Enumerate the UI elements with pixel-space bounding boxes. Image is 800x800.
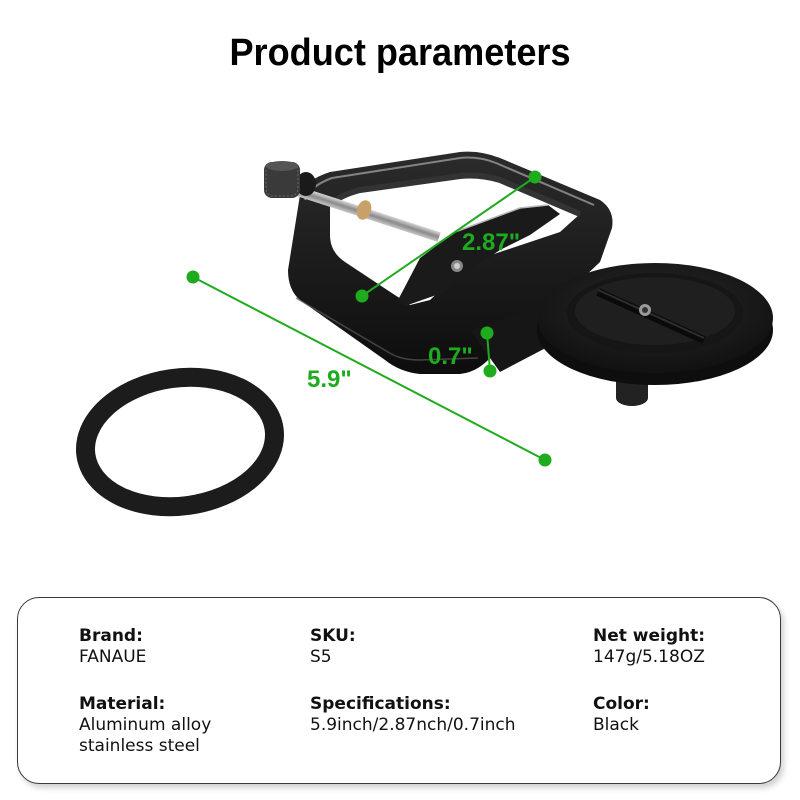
spec-sku-label: SKU:	[310, 626, 356, 646]
spec-specifications: Specifications: 5.9inch/2.87nch/0.7inch	[310, 694, 516, 736]
page-title: Product parameters	[229, 32, 571, 74]
spec-sku-value: S5	[310, 647, 332, 667]
spec-brand-label: Brand:	[79, 626, 143, 646]
spec-material-label: Material:	[79, 694, 166, 714]
spec-net-weight-value: 147g/5.18OZ	[593, 647, 705, 667]
spec-sku: SKU: S5	[310, 626, 356, 668]
spec-color-label: Color:	[593, 694, 650, 714]
spec-material: Material: Aluminum alloy stainless steel	[79, 694, 211, 757]
metal-ring	[76, 367, 284, 517]
spec-card: Brand: FANAUE SKU: S5 Net weight: 147g/5…	[17, 597, 781, 784]
product-illustration	[76, 151, 773, 517]
spec-net-weight-label: Net weight:	[593, 626, 706, 646]
spec-color: Color: Black	[593, 694, 650, 736]
dimension-label-thickness: 0.7"	[428, 343, 473, 370]
dimension-lines	[186, 170, 552, 467]
spec-specifications-label: Specifications:	[310, 694, 451, 714]
spec-brand: Brand: FANAUE	[79, 626, 146, 668]
spec-brand-value: FANAUE	[79, 647, 147, 667]
mount-plate	[537, 263, 773, 406]
thumb-screw	[264, 161, 441, 242]
dimension-label-width: 2.87"	[462, 229, 521, 256]
spec-net-weight: Net weight: 147g/5.18OZ	[593, 626, 705, 668]
spec-specifications-value: 5.9inch/2.87nch/0.7inch	[310, 715, 516, 735]
spec-material-value: Aluminum alloy stainless steel	[79, 715, 212, 756]
dimension-label-length: 5.9"	[307, 366, 352, 393]
spec-color-value: Black	[593, 715, 639, 735]
